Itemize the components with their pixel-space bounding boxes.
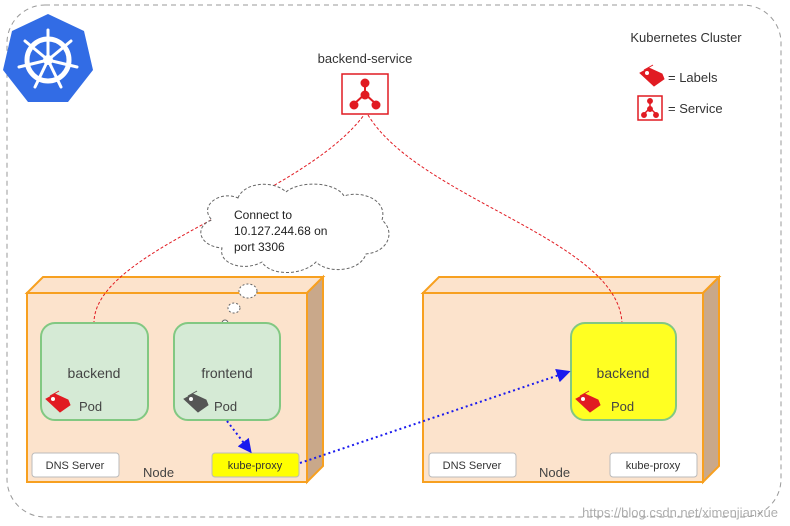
node-label: Node <box>539 465 570 480</box>
pod-backend-node-2[interactable]: backend Pod <box>570 322 677 421</box>
legend-service-text: = Service <box>668 101 723 116</box>
pod-title: backend <box>597 365 650 381</box>
dns-server-node-1[interactable]: DNS Server <box>31 452 120 478</box>
cluster-title: Kubernetes Cluster <box>630 30 742 45</box>
thought-bubble-2 <box>227 302 241 314</box>
service-name: backend-service <box>318 51 413 66</box>
thought-line-3: port 3306 <box>234 240 285 254</box>
service-link-pod-3 <box>367 114 623 325</box>
service-icon <box>637 95 663 121</box>
kube-proxy-node-1[interactable]: kube-proxy <box>211 452 300 478</box>
cluster-boundary <box>6 4 782 518</box>
legend-labels-text: = Labels <box>668 70 718 85</box>
thought-bubble-1 <box>238 283 258 299</box>
watermark: https://blog.csdn.net/ximenjianxue <box>582 505 778 520</box>
kube-proxy-node-2[interactable]: kube-proxy <box>609 452 698 478</box>
pod-label: Pod <box>79 399 102 414</box>
node-label: Node <box>143 465 174 480</box>
red-tag-icon <box>45 390 71 413</box>
legend-labels: = Labels <box>639 64 718 87</box>
gray-tag-icon <box>183 390 209 413</box>
pod-title: frontend <box>201 365 252 381</box>
pod-frontend-node-1[interactable]: frontend Pod <box>173 322 281 421</box>
pod-label: Pod <box>611 399 634 414</box>
legend-service: = Service <box>637 95 723 121</box>
thought-line-2: 10.127.244.68 on <box>234 224 327 238</box>
dns-server-node-2[interactable]: DNS Server <box>428 452 517 478</box>
red-tag-icon <box>575 390 601 413</box>
backend-service-icon[interactable] <box>341 73 389 115</box>
dns-label: DNS Server <box>443 460 502 472</box>
arrow-proxy-to-backend <box>299 368 571 464</box>
thought-line-1: Connect to <box>234 208 292 222</box>
service-link-pod-1 <box>93 114 365 325</box>
pod-title: backend <box>68 365 121 381</box>
arrow-frontend-to-proxy <box>226 420 252 454</box>
pod-label: Pod <box>214 399 237 414</box>
tag-icon <box>639 64 665 87</box>
dns-label: DNS Server <box>46 460 105 472</box>
pod-backend-node-1[interactable]: backend Pod <box>40 322 149 421</box>
thought-cloud: Connect to 10.127.244.68 on port 3306 <box>200 183 390 327</box>
proxy-label: kube-proxy <box>626 460 681 472</box>
proxy-label: kube-proxy <box>228 460 283 472</box>
kubernetes-logo-icon <box>3 14 93 102</box>
